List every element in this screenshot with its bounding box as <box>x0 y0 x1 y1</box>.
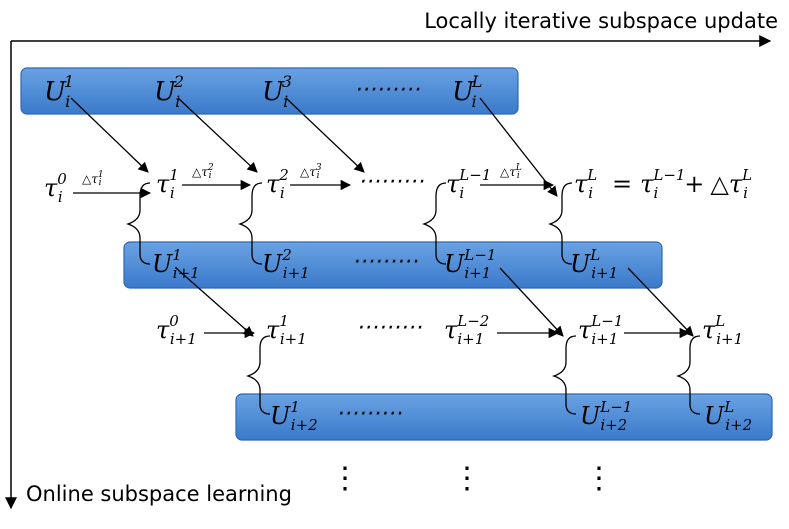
row1-dots: ⋯⋯⋯ <box>354 77 420 102</box>
vdots-2: ⋮ <box>452 461 482 496</box>
diag-uL-tauL <box>479 97 558 197</box>
row5-box <box>235 393 773 441</box>
vdots-1: ⋮ <box>330 461 360 496</box>
brace-5 <box>245 335 271 415</box>
row4-dots: ⋯⋯⋯ <box>356 315 422 340</box>
axes: Locally iterative subspace update Online… <box>4 9 778 510</box>
brace-1 <box>125 182 151 265</box>
diag-uLip1-tauLip1 <box>627 267 694 337</box>
diag-uLm1ip1-tauLm1ip1 <box>499 267 564 337</box>
row3-box <box>123 241 663 289</box>
brace-7 <box>675 335 701 415</box>
row2-dots: ⋯⋯⋯ <box>358 169 424 194</box>
brace-4 <box>547 182 573 265</box>
diag-u1-tau1 <box>70 97 149 173</box>
row5-dots: ⋯⋯⋯ <box>336 401 402 426</box>
horizontal-axis-label: Locally iterative subspace update <box>424 9 778 33</box>
row1-box <box>20 67 519 115</box>
brace-3 <box>421 182 447 265</box>
row3-dots: ⋯⋯⋯ <box>352 249 418 274</box>
subspace-boxes <box>20 67 773 441</box>
brace-6 <box>551 335 577 415</box>
connectors <box>70 97 701 415</box>
diag-u2-tau2 <box>177 97 258 173</box>
vertical-ellipses: ⋮ ⋮ ⋮ <box>330 461 614 496</box>
vertical-axis-label: Online subspace learning <box>26 482 292 506</box>
diag-u3-dots <box>285 97 365 173</box>
brace-2 <box>237 182 263 265</box>
diag-u1ip1-tau1ip1 <box>175 267 254 337</box>
vdots-3: ⋮ <box>584 461 614 496</box>
